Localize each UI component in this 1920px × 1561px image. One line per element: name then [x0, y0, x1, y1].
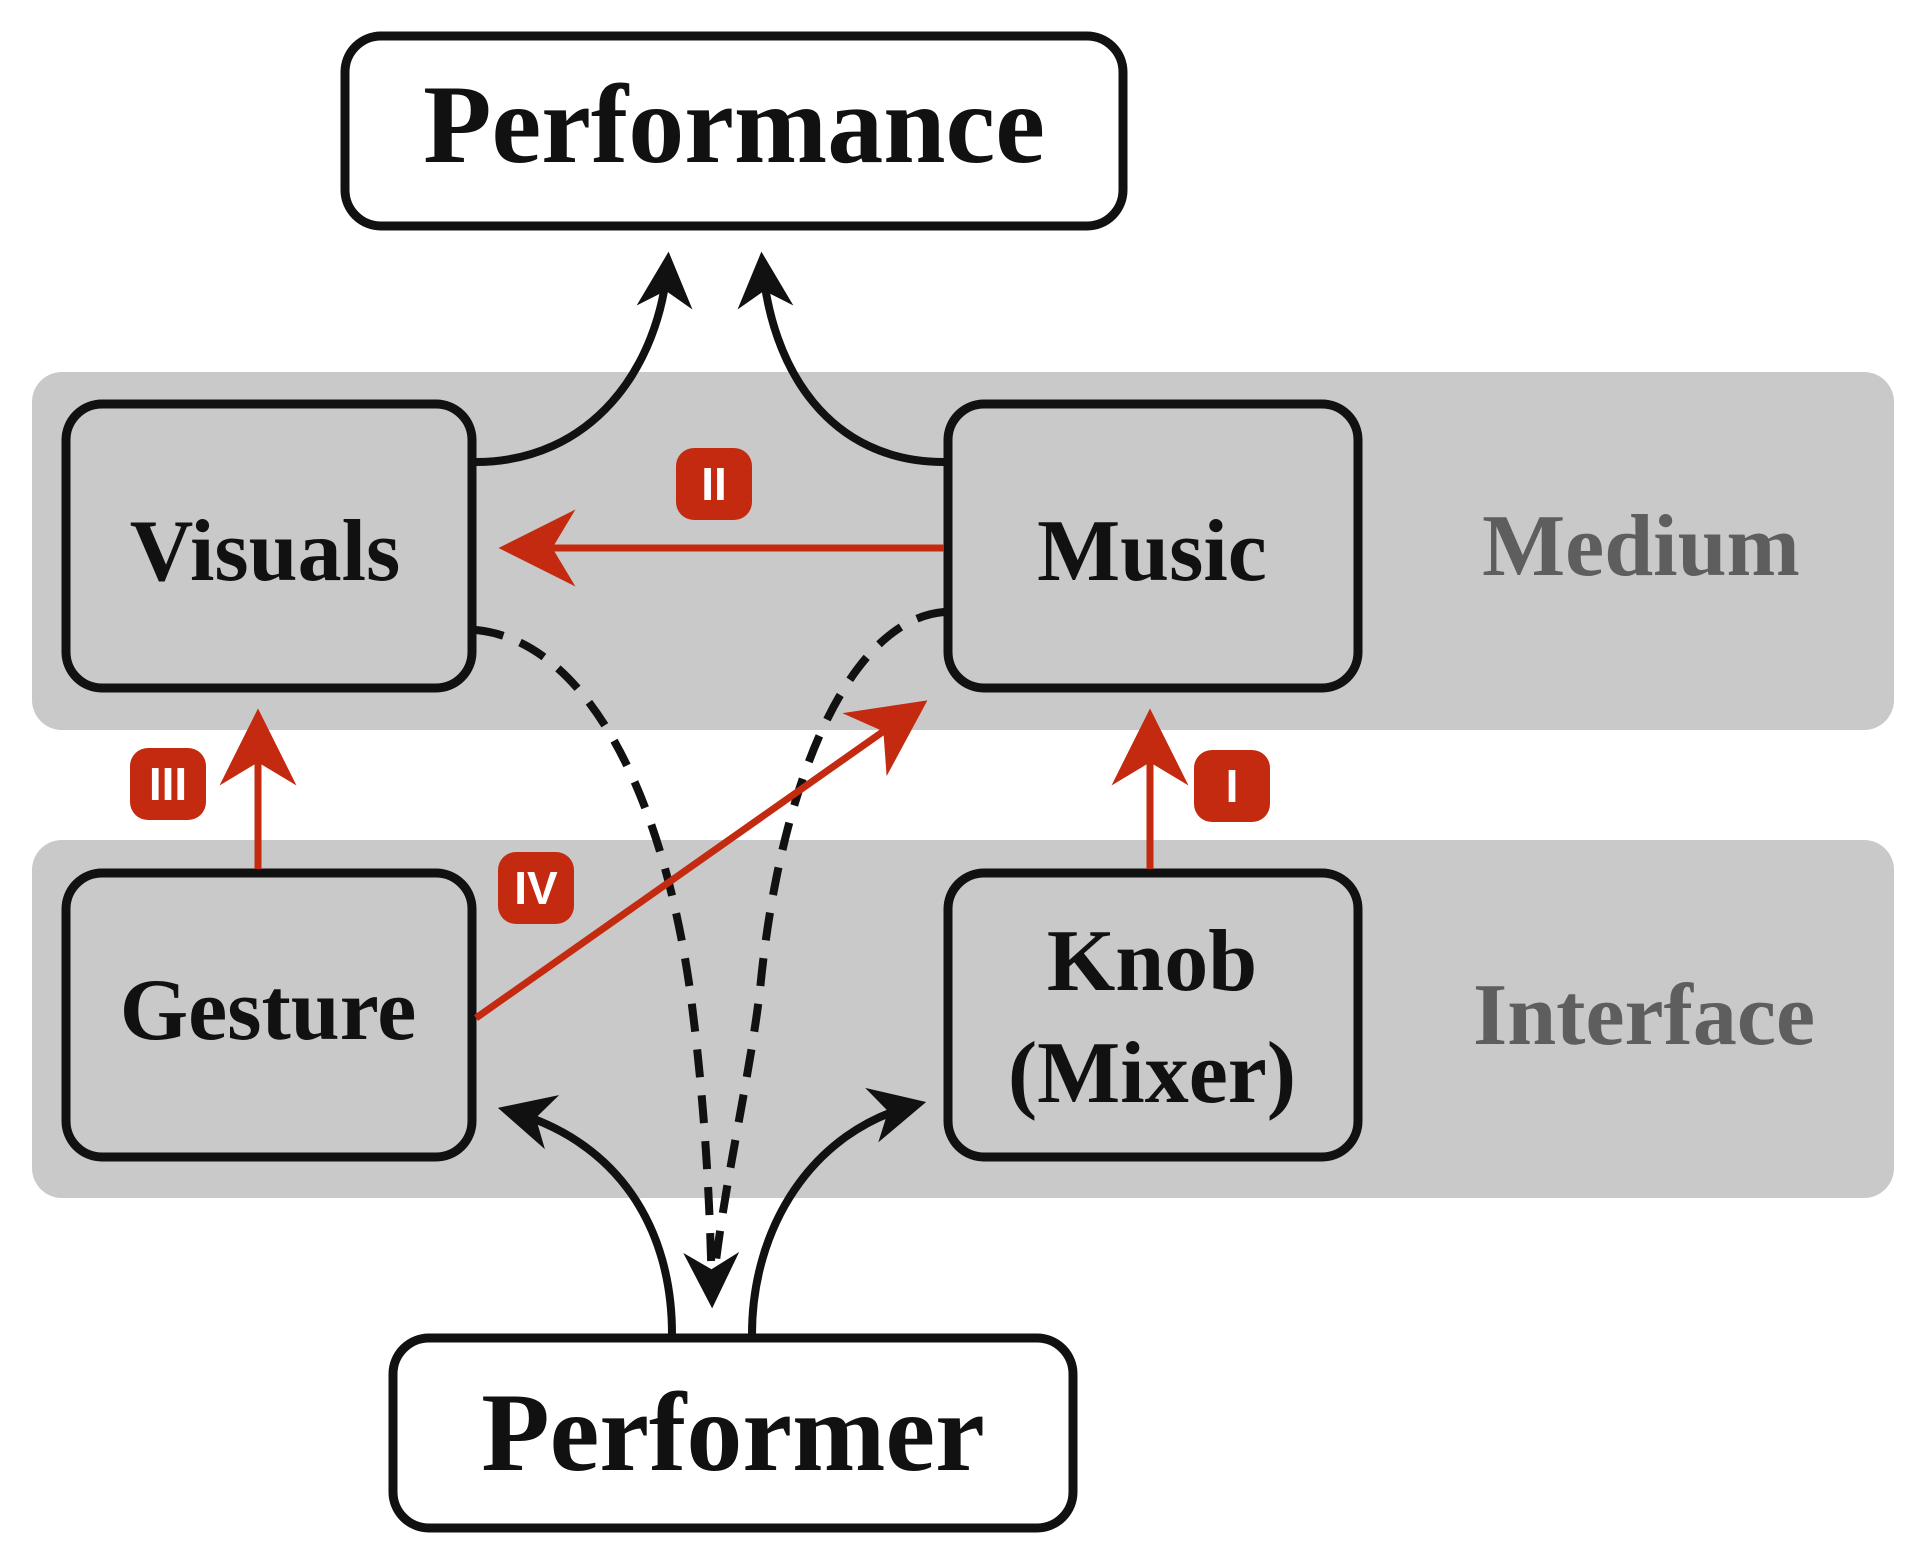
performance-node	[340, 31, 1128, 231]
mixer-label: (Mixer)	[1008, 1025, 1296, 1122]
badge-i-text: I	[1226, 760, 1239, 812]
knob-node	[943, 868, 1363, 1162]
medium-layer-label: Medium	[1482, 498, 1800, 595]
badge-iii	[130, 748, 206, 820]
visuals-node	[61, 399, 477, 693]
performer-to-knob-arrow	[748, 1087, 927, 1335]
badge-i	[1194, 750, 1270, 822]
knob-label: Knob	[1047, 913, 1257, 1010]
performer-to-gesture-arrow	[497, 1095, 676, 1335]
performer-label: Performer	[481, 1371, 985, 1495]
interface-layer-label: Interface	[1473, 967, 1815, 1064]
badge-iii-text: III	[149, 758, 187, 810]
badge-ii-text: II	[701, 458, 727, 510]
badge-iv	[498, 852, 574, 924]
visuals-to-performance-arrow	[475, 251, 693, 466]
performance-label: Performance	[423, 63, 1045, 187]
music-node	[943, 399, 1363, 693]
gesture-label: Gesture	[120, 962, 417, 1059]
visuals-to-performer-dashed-arrow	[475, 626, 740, 1309]
gesture-node	[61, 868, 477, 1162]
music-to-performance-arrow	[737, 251, 945, 466]
visuals-label: Visuals	[130, 503, 401, 600]
badge-ii	[676, 448, 752, 520]
music-label: Music	[1037, 503, 1267, 600]
music-to-performer-dashed-arrow	[708, 608, 945, 1301]
gesture-to-music-arrow	[473, 700, 928, 1021]
badge-iv-text: IV	[514, 862, 558, 914]
performer-node	[388, 1333, 1078, 1533]
